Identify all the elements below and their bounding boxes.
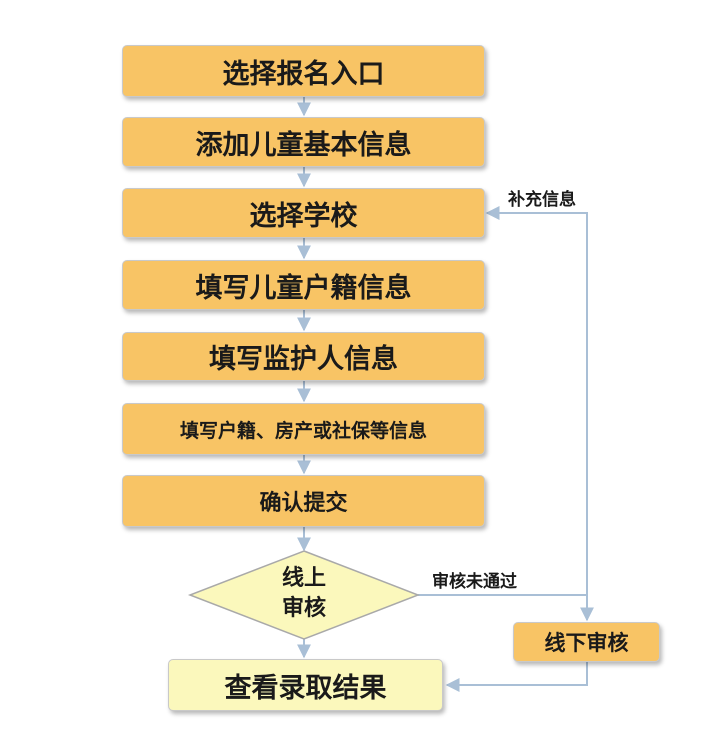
step-view-result: 查看录取结果 bbox=[168, 659, 443, 711]
step-label: 填写户籍、房产或社保等信息 bbox=[179, 419, 427, 442]
decision-label: 线上 审核 bbox=[254, 564, 354, 624]
step-offline-review: 线下审核 bbox=[513, 622, 660, 662]
step-confirm-submit: 确认提交 bbox=[122, 475, 485, 527]
step-label: 填写儿童户籍信息 bbox=[195, 272, 412, 304]
step-select-school: 选择学校 bbox=[122, 188, 485, 238]
step-label: 选择学校 bbox=[249, 200, 358, 232]
arrow-decision-offline bbox=[418, 594, 594, 622]
step-hukou-property-insurance: 填写户籍、房产或社保等信息 bbox=[122, 403, 485, 455]
decision-line2: 审核 bbox=[281, 596, 326, 621]
step-select-entry: 选择报名入口 bbox=[122, 45, 485, 97]
decision-line1: 线上 bbox=[281, 566, 326, 591]
step-label: 线下审核 bbox=[544, 631, 629, 655]
step-add-child-info: 添加儿童基本信息 bbox=[122, 117, 485, 167]
step-label: 添加儿童基本信息 bbox=[195, 129, 412, 161]
edge-label-rejected: 审核未通过 bbox=[432, 572, 517, 592]
edge-label-supplement: 补充信息 bbox=[508, 190, 576, 210]
step-child-hukou: 填写儿童户籍信息 bbox=[122, 260, 485, 310]
arrow-offline-result bbox=[445, 662, 588, 692]
step-label: 填写监护人信息 bbox=[209, 344, 398, 375]
arrow-supplement-loop bbox=[485, 206, 588, 595]
decision-diamond bbox=[187, 550, 421, 640]
step-label: 查看录取结果 bbox=[224, 672, 387, 704]
step-label: 选择报名入口 bbox=[222, 58, 385, 90]
step-label: 确认提交 bbox=[259, 491, 348, 516]
step-guardian-info: 填写监护人信息 bbox=[122, 332, 485, 381]
